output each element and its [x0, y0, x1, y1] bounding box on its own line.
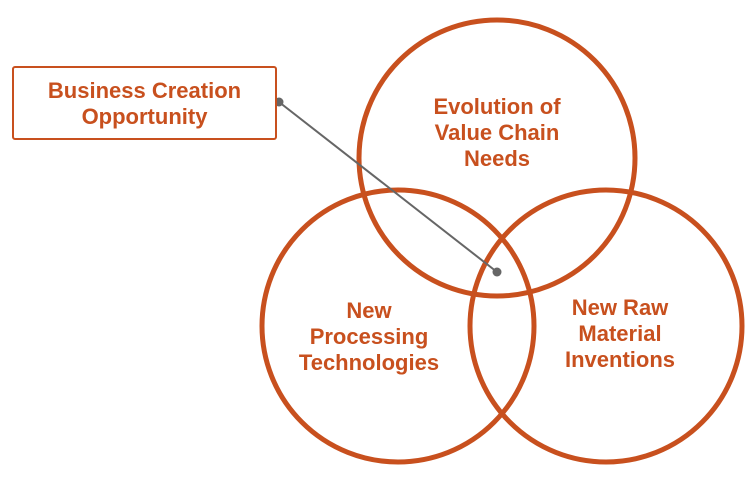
- right-label-line-3: Inventions: [564, 347, 675, 372]
- top-label-line-2: Value Chain: [434, 120, 560, 145]
- callout-connector-line: [278, 101, 498, 273]
- top-label-line-1: Evolution of: [433, 94, 561, 119]
- circle-value-chain-needs: [356, 17, 638, 299]
- left-label-line-2: Processing: [309, 324, 429, 349]
- right-label-line-2: Material: [578, 321, 662, 346]
- callout-connector-end-dot: [492, 267, 502, 277]
- raw-material-inventions-label: New Raw Material Inventions: [530, 295, 710, 373]
- processing-technologies-label: New Processing Technologies: [264, 298, 474, 376]
- callout-line-2: Opportunity: [81, 104, 208, 129]
- circle-raw-material-inventions: [467, 187, 745, 465]
- value-chain-needs-label: Evolution of Value Chain Needs: [392, 94, 602, 172]
- left-label-line-3: Technologies: [298, 350, 440, 375]
- right-label-line-1: New Raw: [571, 295, 669, 320]
- circle-processing-technologies: [259, 187, 537, 465]
- left-label-line-1: New: [346, 298, 392, 323]
- top-label-line-3: Needs: [463, 146, 531, 171]
- callout-line-1: Business Creation: [47, 78, 242, 103]
- business-creation-opportunity-callout: Business Creation Opportunity: [12, 66, 277, 140]
